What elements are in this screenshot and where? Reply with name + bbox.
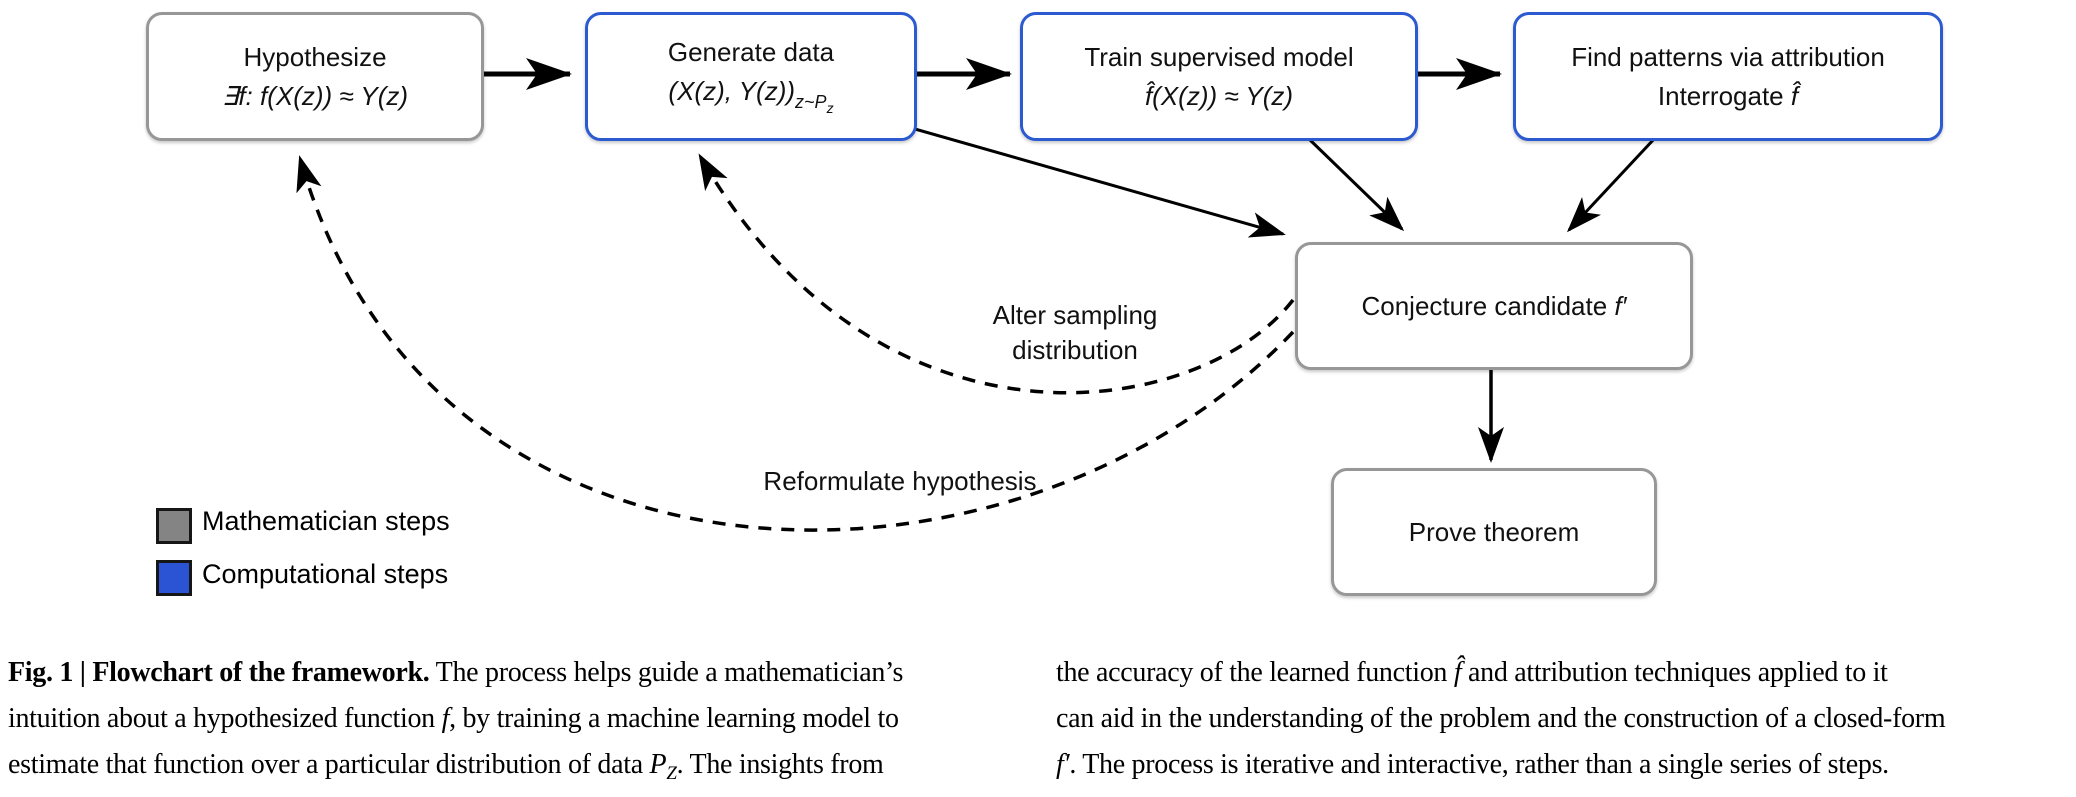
box-generate-data-title: Generate data (667, 37, 835, 67)
caption-left-line2: intuition about a hypothesized function … (8, 703, 899, 734)
edge-label-reformulate-hypothesis: Reformulate hypothesis (763, 466, 1037, 496)
arrow-train-to-conjecture (1306, 136, 1405, 232)
box-find-patterns-line2: Interrogate f̂ (1657, 80, 1799, 111)
box-prove-theorem: Prove theorem (1331, 468, 1657, 596)
box-find-patterns: Find patterns via attribution Interrogat… (1513, 12, 1943, 141)
arrow-layer (296, 58, 1657, 532)
dashed-arrow-alter-sampling (698, 153, 1295, 395)
box-find-patterns-title: Find patterns via attribution (1571, 41, 1885, 72)
box-generate-data-math: (X(z), Y(z))z~Pz (668, 76, 834, 116)
box-train-model-math: f̂(X(z)) ≈ Y(z) (1144, 80, 1294, 111)
legend-swatch-computational (156, 560, 192, 596)
caption-right-column: the accuracy of the learned function f̂ … (1056, 650, 2066, 788)
legend-label-mathematician: Mathematician steps (202, 506, 450, 536)
box-generate-data: Generate data (X(z), Y(z))z~Pz (585, 12, 917, 141)
box-hypothesize-title: Hypothesize (243, 41, 387, 72)
box-conjecture: Conjecture candidate f′ (1295, 242, 1693, 370)
caption-left-line1: Fig. 1 | Flowchart of the framework. The… (8, 657, 904, 688)
flowchart-figure: Hypothesize ∃f: f(X(z)) ≈ Y(z) Generate … (8, 12, 1946, 784)
box-train-model-title: Train supervised model (1084, 41, 1354, 72)
box-hypothesize: Hypothesize ∃f: f(X(z)) ≈ Y(z) (146, 12, 484, 141)
box-prove-theorem-label: Prove theorem (1408, 516, 1580, 547)
caption-right-line3: f′. The process is iterative and interac… (1056, 749, 1889, 780)
legend-swatch-mathematician (156, 508, 192, 544)
caption-left-line3: estimate that function over a particular… (8, 749, 884, 784)
legend-label-computational: Computational steps (202, 559, 449, 589)
box-train-model: Train supervised model f̂(X(z)) ≈ Y(z) (1020, 12, 1418, 141)
caption-right-line1: the accuracy of the learned function f̂ … (1056, 657, 1888, 688)
caption-left-column: Fig. 1 | Flowchart of the framework. The… (8, 650, 1048, 797)
arrow-patterns-to-conjecture (1566, 136, 1657, 233)
arrow-generate-to-conjecture (907, 125, 1286, 238)
caption-right-line2: can aid in the understanding of the prob… (1056, 703, 1946, 734)
edge-label-alter-sampling: Alter sampling distribution (992, 300, 1158, 365)
dashed-arrow-reformulate-hypothesis (296, 155, 1295, 532)
box-conjecture-label: Conjecture candidate f′ (1361, 290, 1627, 321)
box-hypothesize-math: ∃f: f(X(z)) ≈ Y(z) (221, 80, 409, 111)
